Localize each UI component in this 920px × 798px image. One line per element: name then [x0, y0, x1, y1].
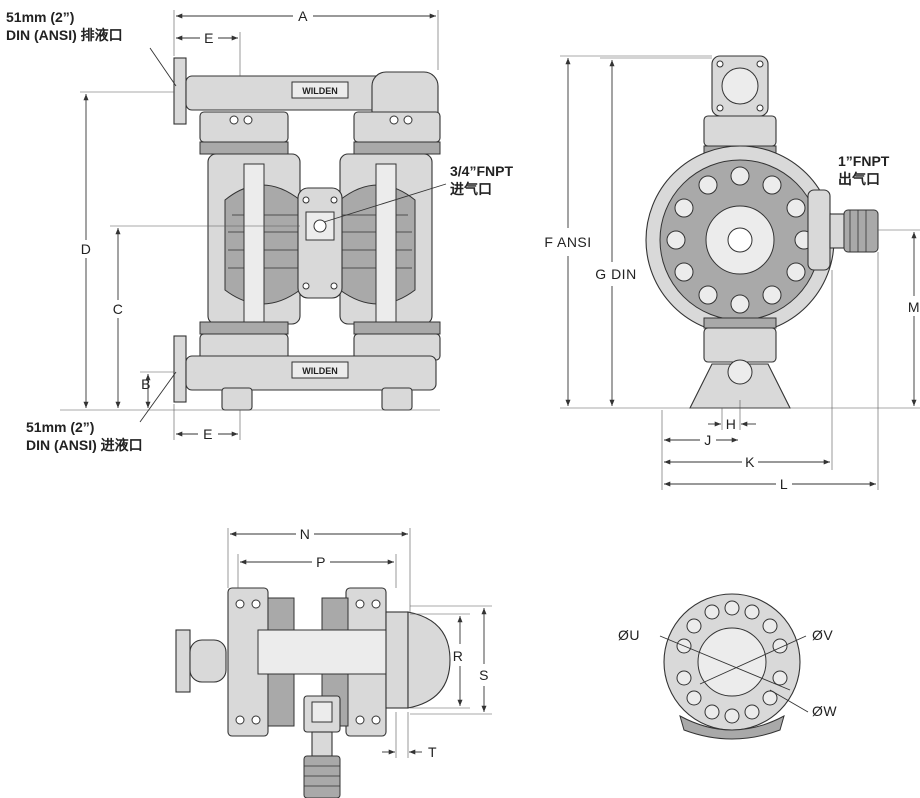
dim-label-a: A — [298, 8, 308, 24]
top-view: N P R S T — [175, 526, 492, 798]
front-view: WILDEN WILDEN — [6, 8, 513, 453]
air-inlet-label-line1: 3/4”FNPT — [450, 163, 513, 179]
discharge-label-line2: DIN (ANSI) 排液口 — [6, 27, 123, 43]
inlet-label-line2: DIN (ANSI) 进液口 — [26, 437, 143, 453]
discharge-label-line1: 51mm (2”) — [6, 9, 74, 25]
dim-label-l: L — [780, 476, 788, 492]
dim-label-k: K — [745, 454, 755, 470]
air-exhaust-label-line2: 出气口 — [838, 171, 880, 187]
brand-plate-bottom — [291, 361, 349, 379]
dim-label-e-bottom: E — [203, 426, 213, 442]
side-view: F ANSI G DIN M H J K L 1”FNPT 出气口 — [544, 55, 920, 492]
dim-label-u: ØU — [618, 627, 640, 643]
dim-label-c: C — [113, 301, 124, 317]
dim-label-p: P — [316, 554, 326, 570]
dim-label-t: T — [428, 744, 437, 760]
brand-text-top: WILDEN — [302, 86, 338, 96]
brand-text-bottom: WILDEN — [302, 366, 338, 376]
inlet-label-line1: 51mm (2”) — [26, 419, 94, 435]
dim-label-s: S — [479, 667, 489, 683]
dim-label-v: ØV — [812, 627, 833, 643]
dim-label-n: N — [300, 526, 311, 542]
dim-label-r: R — [453, 648, 464, 664]
dim-label-d: D — [81, 241, 92, 257]
dim-label-g: G DIN — [595, 266, 636, 282]
dim-label-m: M — [908, 299, 920, 315]
dim-label-b: B — [141, 376, 151, 392]
air-inlet-label-line2: 进气口 — [450, 181, 492, 197]
brand-plate-top — [291, 81, 349, 99]
dim-label-h: H — [726, 416, 737, 432]
flange-view: ØU ØV ØW — [618, 593, 837, 740]
air-exhaust-label-line1: 1”FNPT — [838, 153, 890, 169]
dim-label-w: ØW — [812, 703, 837, 719]
dim-label-e-top: E — [204, 30, 214, 46]
dim-label-j: J — [704, 432, 712, 448]
dim-label-f: F ANSI — [544, 234, 591, 250]
